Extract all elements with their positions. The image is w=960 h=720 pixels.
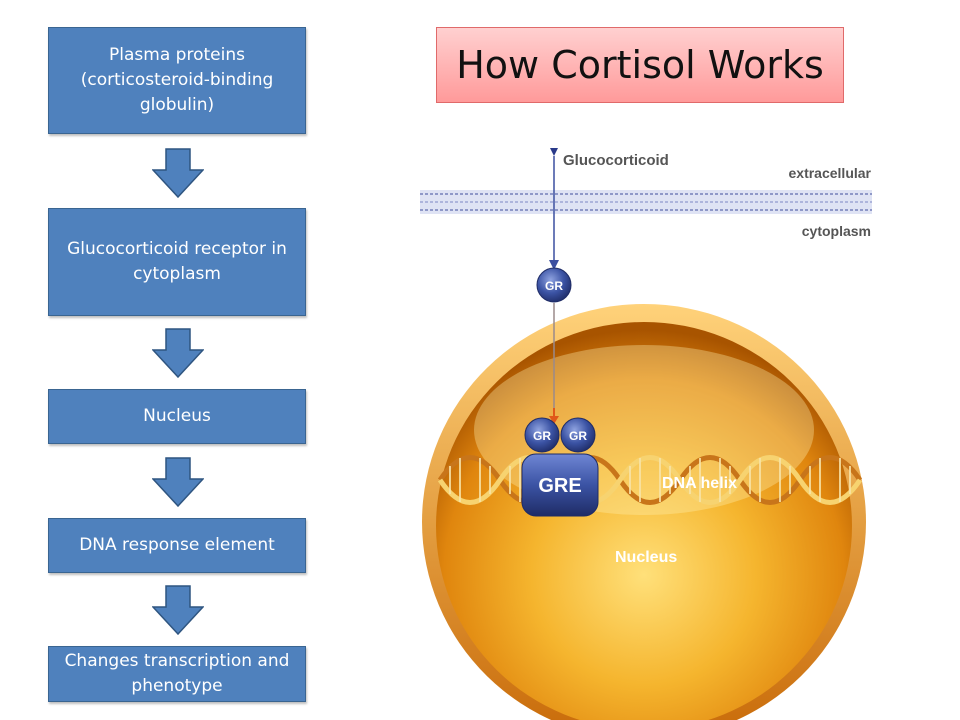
glucocorticoid-receptor-free: GR (536, 267, 572, 303)
slide-title-text: How Cortisol Works (456, 43, 824, 87)
gre-label: GRE (538, 475, 581, 497)
flow-step-nucleus: Nucleus (48, 389, 306, 444)
gr-label: GR (569, 429, 587, 443)
dna-helix-label: DNA helix (662, 475, 737, 492)
flow-step-label: Plasma proteins (corticosteroid-binding … (80, 45, 274, 115)
translocation-arrow (549, 303, 559, 424)
flow-step-label: Nucleus (143, 406, 211, 426)
slide-title: How Cortisol Works (436, 27, 844, 103)
glucocorticoid-receptor-dimer: GR GR (524, 417, 596, 453)
flow-step-glucocorticoid-receptor: Glucocorticoid receptor in cytoplasm (48, 208, 306, 316)
dna-helix (437, 455, 863, 505)
cell-membrane (420, 190, 872, 214)
flow-step-label: Changes transcription and phenotype (64, 651, 290, 696)
extracellular-label: extracellular (789, 165, 872, 181)
flow-step-label: Glucocorticoid receptor in cytoplasm (67, 239, 287, 284)
gr-label: GR (533, 429, 551, 443)
down-arrow-icon (152, 457, 204, 507)
glucocorticoid-arrow (549, 148, 559, 270)
down-arrow-icon (152, 328, 204, 378)
nucleus-label: Nucleus (615, 549, 677, 566)
flow-step-dna-response-element: DNA response element (48, 518, 306, 573)
glucocorticoid-label: Glucocorticoid (563, 152, 669, 169)
gre-block: GRE (521, 453, 599, 517)
cytoplasm-label: cytoplasm (802, 223, 871, 239)
flow-step-label: DNA response element (79, 535, 275, 555)
down-arrow-icon (152, 585, 204, 635)
gr-label: GR (545, 279, 563, 293)
down-arrow-icon (152, 148, 204, 198)
flow-step-changes-transcription: Changes transcription and phenotype (48, 646, 306, 702)
flow-step-plasma-proteins: Plasma proteins (corticosteroid-binding … (48, 27, 306, 134)
cortisol-mechanism-figure: Glucocorticoid extracellular cytoplasm G… (420, 148, 872, 720)
nucleus-shape (422, 304, 866, 720)
